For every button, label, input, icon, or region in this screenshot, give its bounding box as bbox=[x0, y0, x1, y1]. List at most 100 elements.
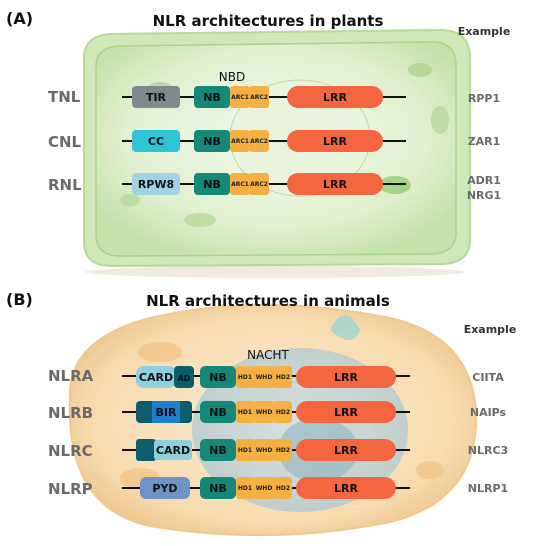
whd-label: WHD bbox=[256, 374, 273, 381]
ad-domain bbox=[174, 366, 194, 388]
ad-domain-label: AD bbox=[178, 374, 191, 383]
whd-domain bbox=[253, 366, 275, 388]
whd-label: WHD bbox=[256, 447, 273, 454]
panel-b-label: (B) bbox=[6, 290, 33, 309]
row-label-nlrp: NLRP bbox=[48, 480, 93, 498]
example-nrg1: NRG1 bbox=[467, 189, 501, 202]
rpw8-domain bbox=[132, 173, 180, 195]
nb-domain bbox=[194, 173, 230, 195]
nb-domain bbox=[200, 439, 236, 461]
lrr-domain-label: LRR bbox=[334, 482, 358, 495]
hd1-domain bbox=[236, 366, 254, 388]
hd1-domain bbox=[236, 477, 254, 499]
row-nlra: NLRA CARD AD NB HD1 WHD HD2 LRR CIITA bbox=[48, 366, 504, 388]
row-rnl: RNL RPW8 NB ARC1 ARC2 LRR ADR1 NRG1 bbox=[48, 173, 501, 202]
nb-domain-label: NB bbox=[209, 482, 227, 495]
arc1-domain bbox=[230, 130, 250, 152]
example-nlrp1: NLRP1 bbox=[468, 482, 508, 495]
card-domain-label: CARD bbox=[139, 371, 173, 384]
hd1-domain bbox=[236, 439, 254, 461]
hd2-domain bbox=[274, 477, 292, 499]
arc2-label: ARC2 bbox=[250, 138, 268, 145]
arc1-label: ARC1 bbox=[231, 138, 249, 145]
pyd-domain bbox=[140, 477, 190, 499]
panel-a-title: NLR architectures in plants bbox=[153, 12, 384, 30]
nb-domain-label: NB bbox=[203, 135, 221, 148]
lrr-domain bbox=[287, 173, 383, 195]
nb-domain bbox=[194, 130, 230, 152]
lrr-domain-label: LRR bbox=[323, 135, 347, 148]
example-naips: NAIPs bbox=[470, 406, 507, 419]
example-zar1: ZAR1 bbox=[468, 135, 501, 148]
whd-domain bbox=[253, 477, 275, 499]
whd-label: WHD bbox=[256, 409, 273, 416]
nacht-label: NACHT bbox=[247, 348, 289, 362]
whd-domain bbox=[253, 439, 275, 461]
row-label-nlrc: NLRC bbox=[48, 442, 93, 460]
card-dark-segment bbox=[136, 439, 156, 461]
row-nlrb: NLRB BIR NB HD1 WHD HD2 LRR NAIPs bbox=[48, 401, 507, 423]
arc2-label: ARC2 bbox=[250, 181, 268, 188]
row-label-cnl: CNL bbox=[48, 133, 82, 151]
nb-domain bbox=[194, 86, 230, 108]
card-domain bbox=[136, 366, 176, 388]
panel-b-example-header: Example bbox=[464, 323, 517, 336]
nb-domain-label: NB bbox=[203, 91, 221, 104]
tir-domain bbox=[132, 86, 180, 108]
row-cnl: CNL CC NB ARC1 ARC2 LRR ZAR1 bbox=[48, 130, 500, 152]
rpw8-domain-label: RPW8 bbox=[138, 178, 174, 191]
lrr-domain bbox=[287, 130, 383, 152]
nb-domain bbox=[200, 401, 236, 423]
card-domain-label: CARD bbox=[156, 444, 190, 457]
whd-domain bbox=[253, 401, 275, 423]
hd2-label: HD2 bbox=[276, 485, 290, 492]
panel-a-label: (A) bbox=[6, 9, 33, 28]
plant-cell-illustration bbox=[83, 28, 471, 278]
lrr-domain bbox=[296, 401, 396, 423]
nb-domain-label: NB bbox=[203, 178, 221, 191]
row-label-nlra: NLRA bbox=[48, 367, 94, 385]
panel-a-example-header: Example bbox=[458, 25, 511, 38]
hd2-domain bbox=[274, 401, 292, 423]
cc-domain bbox=[132, 130, 180, 152]
tir-domain-label: TIR bbox=[146, 91, 167, 104]
arc2-domain bbox=[249, 130, 269, 152]
nb-domain-label: NB bbox=[209, 406, 227, 419]
hd1-label: HD1 bbox=[238, 485, 252, 492]
whd-label: WHD bbox=[256, 485, 273, 492]
hd2-label: HD2 bbox=[276, 374, 290, 381]
nb-domain bbox=[200, 366, 236, 388]
arc2-domain bbox=[249, 173, 269, 195]
row-nlrp: NLRP PYD NB HD1 WHD HD2 LRR NLRP1 bbox=[48, 477, 508, 499]
arc1-domain bbox=[230, 173, 250, 195]
arc2-label: ARC2 bbox=[250, 94, 268, 101]
card-domain bbox=[154, 440, 192, 460]
nb-domain-label: NB bbox=[209, 444, 227, 457]
bir-core bbox=[152, 401, 180, 423]
lrr-domain-label: LRR bbox=[334, 406, 358, 419]
lrr-domain bbox=[296, 439, 396, 461]
row-label-nlrb: NLRB bbox=[48, 404, 93, 422]
lrr-domain-label: LRR bbox=[334, 371, 358, 384]
panel-b-title: NLR architectures in animals bbox=[146, 292, 390, 310]
hd1-domain bbox=[236, 401, 254, 423]
example-adr1: ADR1 bbox=[467, 174, 501, 187]
nb-domain-label: NB bbox=[209, 371, 227, 384]
arc1-label: ARC1 bbox=[231, 181, 249, 188]
hd1-label: HD1 bbox=[238, 374, 252, 381]
bir-domain-label: BIR bbox=[156, 406, 177, 419]
lrr-domain-label: LRR bbox=[334, 444, 358, 457]
arc1-label: ARC1 bbox=[231, 94, 249, 101]
hd2-label: HD2 bbox=[276, 409, 290, 416]
example-rpp1: RPP1 bbox=[468, 92, 500, 105]
row-nlrc: NLRC CARD NB HD1 WHD HD2 LRR NLRC3 bbox=[48, 439, 508, 461]
pyd-domain-label: PYD bbox=[152, 482, 177, 495]
hd2-domain bbox=[274, 366, 292, 388]
hd2-label: HD2 bbox=[276, 447, 290, 454]
nbd-label: NBD bbox=[219, 70, 245, 84]
lrr-domain-label: LRR bbox=[323, 91, 347, 104]
example-nlrc3: NLRC3 bbox=[468, 444, 508, 457]
row-label-rnl: RNL bbox=[48, 176, 82, 194]
lrr-domain bbox=[296, 477, 396, 499]
arc2-domain bbox=[249, 86, 269, 108]
